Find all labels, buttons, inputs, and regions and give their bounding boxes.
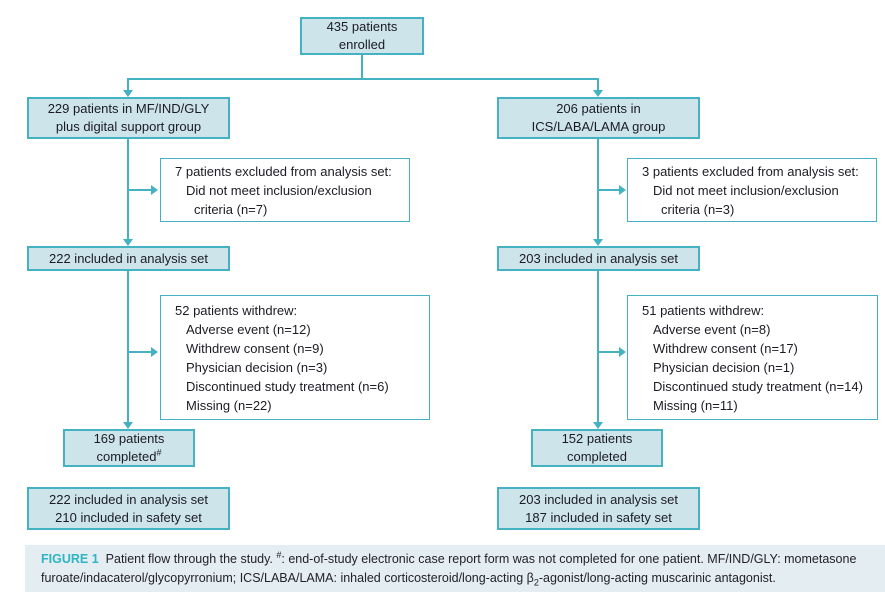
connector-line: [598, 189, 620, 191]
box-line: 203 included in analysis set: [519, 250, 678, 266]
box-line: Withdrew consent (n=17): [653, 340, 798, 356]
box-line: 187 included in safety set: [525, 509, 672, 525]
completed-label: completed: [96, 449, 157, 464]
arrowhead-right: [619, 347, 626, 357]
connector-line: [361, 55, 363, 79]
box-line: Withdrew consent (n=9): [186, 340, 324, 356]
connector-line: [597, 271, 599, 423]
arrowhead-down: [123, 90, 133, 97]
box-line: 222 included in analysis set: [49, 491, 208, 507]
arrowhead-right: [151, 347, 158, 357]
box-line: Missing (n=11): [653, 397, 738, 413]
box-line: enrolled: [338, 37, 386, 52]
box-line: criteria (n=7): [194, 201, 268, 217]
box-line: 52 patients withdrew:: [175, 302, 298, 318]
box-line: 3 patients excluded from analysis set:: [642, 163, 859, 179]
box-line: completed: [567, 448, 627, 466]
box-line: 222 included in analysis set: [49, 250, 208, 266]
arrowhead-down: [123, 422, 133, 429]
arrowhead-right: [619, 185, 626, 195]
connector-line: [598, 351, 620, 353]
box-right-analysis: 203 included in analysis set: [497, 246, 700, 271]
completed-label: completed: [567, 449, 627, 464]
completed-footnote-marker: #: [156, 447, 162, 458]
arrowhead-down: [593, 422, 603, 429]
box-left-analysis: 222 included in analysis set: [27, 246, 230, 271]
connector-line: [127, 78, 129, 91]
box-line: Missing (n=22): [186, 397, 272, 413]
box-left-withdrew: 52 patients withdrew: Adverse event (n=1…: [160, 295, 430, 420]
box-line: 203 included in analysis set: [519, 491, 678, 507]
box-line: 152 patients: [561, 431, 633, 446]
connector-line: [127, 271, 129, 423]
connector-line: [127, 78, 599, 80]
caption-footnote-marker: #: [276, 549, 282, 560]
box-line: Did not meet inclusion/exclusion: [653, 182, 839, 198]
box-line: Adverse event (n=12): [186, 321, 311, 337]
arrowhead-down: [123, 239, 133, 246]
box-line: Physician decision (n=1): [653, 359, 795, 375]
box-line: Discontinued study treatment (n=14): [653, 378, 863, 394]
box-right-sets: 203 included in analysis set 187 include…: [497, 487, 700, 530]
box-line: Discontinued study treatment (n=6): [186, 378, 389, 394]
box-right-excluded: 3 patients excluded from analysis set: D…: [627, 158, 877, 222]
arrowhead-down: [593, 90, 603, 97]
box-right-group: 206 patients in ICS/LABA/LAMA group: [497, 97, 700, 139]
box-enrolled: 435 patients enrolled: [300, 17, 424, 55]
connector-line: [128, 189, 151, 191]
caption-beta-subscript: 2: [533, 577, 539, 588]
figure-label: FIGURE 1: [41, 552, 99, 566]
box-right-completed: 152 patients completed: [531, 429, 663, 467]
box-right-withdrew: 51 patients withdrew: Adverse event (n=8…: [627, 295, 878, 420]
box-left-excluded: 7 patients excluded from analysis set: D…: [160, 158, 410, 222]
box-line: ICS/LABA/LAMA group: [531, 119, 666, 134]
box-left-completed: 169 patients completed#: [63, 429, 195, 467]
box-line: completed#: [97, 448, 162, 466]
box-left-sets: 222 included in analysis set 210 include…: [27, 487, 230, 530]
box-line: 206 patients in: [556, 101, 641, 116]
arrowhead-down: [593, 239, 603, 246]
caption-text-1: Patient flow through the study.: [105, 552, 277, 566]
box-line: 435 patients: [326, 19, 398, 34]
box-line: 7 patients excluded from analysis set:: [175, 163, 392, 179]
box-line: Physician decision (n=3): [186, 359, 328, 375]
box-line: Did not meet inclusion/exclusion: [186, 182, 372, 198]
box-left-group: 229 patients in MF/IND/GLY plus digital …: [27, 97, 230, 139]
box-line: criteria (n=3): [661, 201, 735, 217]
box-line: plus digital support group: [55, 119, 202, 134]
box-line: 51 patients withdrew:: [642, 302, 765, 318]
box-line: Adverse event (n=8): [653, 321, 771, 337]
caption-text-2: : end-of-study electronic case report fo…: [41, 552, 857, 585]
connector-line: [128, 351, 151, 353]
box-line: 169 patients: [93, 431, 165, 446]
box-line: 229 patients in MF/IND/GLY: [47, 101, 210, 116]
box-line: 210 included in safety set: [55, 509, 202, 525]
connector-line: [597, 78, 599, 91]
arrowhead-right: [151, 185, 158, 195]
caption-text-3: -agonist/long-acting muscarinic antagoni…: [538, 571, 776, 585]
